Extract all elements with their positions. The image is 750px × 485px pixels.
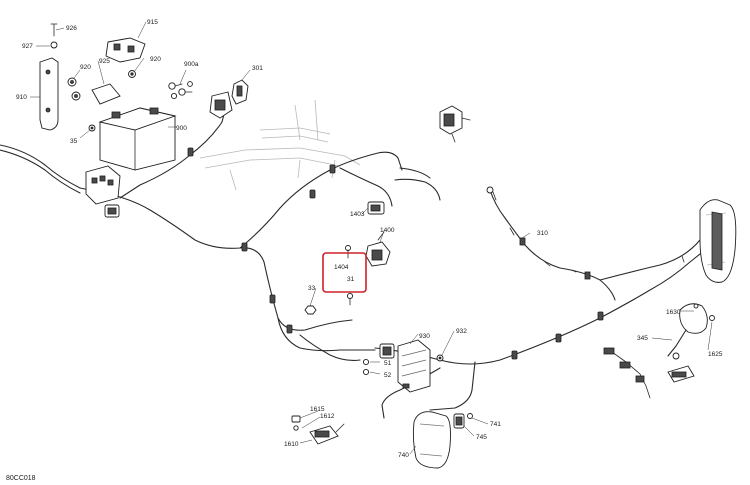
connector-301 <box>231 79 249 105</box>
battery-strap-915 <box>105 37 146 63</box>
callout-740: 740 <box>398 452 409 459</box>
callout-310: 310 <box>537 230 548 237</box>
callout-52: 52 <box>384 372 392 379</box>
relay-cluster <box>439 105 471 143</box>
callout-920-left: 920 <box>80 64 91 71</box>
terminal-clamps-900a <box>168 81 193 100</box>
sensor-1400 <box>365 231 391 267</box>
callout-900a: 900a <box>184 61 199 68</box>
callout-1610: 1610 <box>284 441 299 448</box>
battery-bracket-910 <box>39 57 59 131</box>
callout-33: 33 <box>308 285 316 292</box>
callout-745: 745 <box>476 434 487 441</box>
figure-code: 80CC018 <box>6 475 36 482</box>
callout-345: 345 <box>637 335 648 342</box>
callout-926: 926 <box>66 25 77 32</box>
main-connector-top <box>209 91 233 119</box>
callout-927: 927 <box>22 43 33 50</box>
callout-925: 925 <box>99 58 110 65</box>
connector-block <box>379 343 395 359</box>
fuse-box <box>85 165 121 205</box>
callout-920-right: 920 <box>150 56 161 63</box>
hardware-fasteners <box>50 23 136 132</box>
nut-33 <box>304 305 317 315</box>
callout-1615: 1615 <box>310 406 325 413</box>
light-740 <box>412 411 451 469</box>
connector-1403 <box>367 201 385 215</box>
bolt-31 <box>346 292 354 306</box>
callout-910: 910 <box>16 94 27 101</box>
connector-relay <box>104 204 120 218</box>
rear-light-harness <box>486 186 706 301</box>
callout-51: 51 <box>384 360 392 367</box>
callout-1630: 1630 <box>666 309 681 316</box>
callout-1403: 1403 <box>350 211 365 218</box>
callout-labels: 926 915 927 920 925 920 900a 301 910 900… <box>16 19 723 459</box>
tail-light-right <box>699 199 737 283</box>
callout-1612: 1612 <box>320 413 335 420</box>
callout-741: 741 <box>490 421 501 428</box>
battery-900 <box>98 107 177 171</box>
callout-1404: 1404 <box>334 264 349 271</box>
callout-301: 301 <box>252 65 263 72</box>
small-nuts <box>362 354 444 376</box>
callout-1625: 1625 <box>708 351 723 358</box>
callout-31: 31 <box>347 276 355 283</box>
callout-930: 930 <box>419 333 430 340</box>
module-930 <box>397 339 431 393</box>
callout-1400: 1400 <box>380 227 395 234</box>
cover-925 <box>91 83 121 105</box>
connector-745 <box>453 413 473 429</box>
callout-932: 932 <box>456 328 467 335</box>
screw-1404 <box>345 245 351 259</box>
highlight-box <box>322 252 367 293</box>
switch-1610 <box>291 415 345 445</box>
switch-cluster <box>603 347 695 399</box>
harness-clips <box>187 147 604 360</box>
callout-915: 915 <box>147 19 158 26</box>
leader-lines <box>30 21 713 455</box>
callout-900: 900 <box>176 125 187 132</box>
callout-35: 35 <box>70 138 78 145</box>
